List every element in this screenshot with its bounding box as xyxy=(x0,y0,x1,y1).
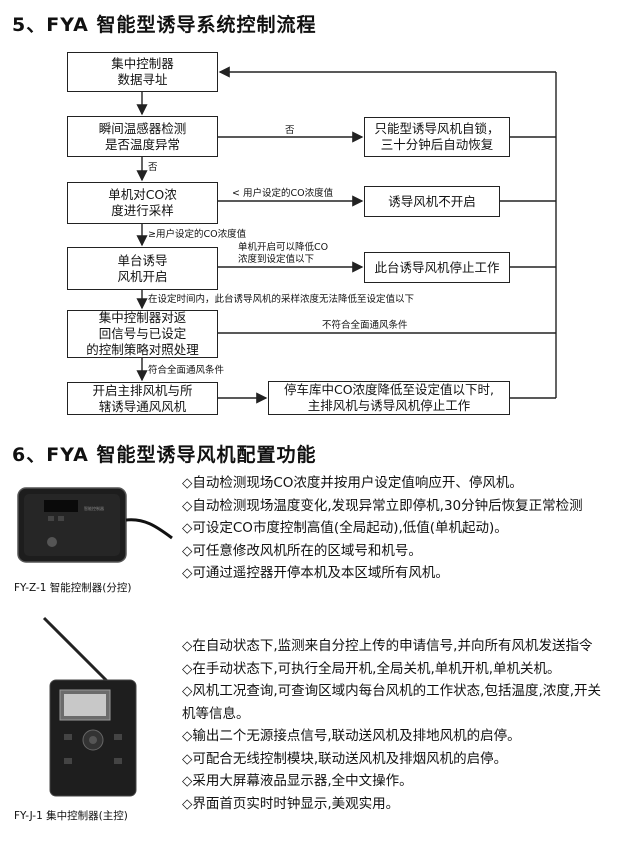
flow-box-all-stop: 停车库中CO浓度降低至设定值以下时, 主排风机与诱导风机停止工作 xyxy=(268,381,510,415)
central-controller-icon xyxy=(42,616,137,797)
feature-item: ◇可任意修改风机所在的区域号和机号。 xyxy=(182,542,422,559)
controller-device-icon: 智能控制器 xyxy=(17,487,173,563)
label-can-lower: 单机开启可以降低CO 浓度到设定值以下 xyxy=(238,242,329,265)
flow-box-data-addressing: 集中控制器 数据寻址 xyxy=(67,52,218,92)
label-no-1: 否 xyxy=(285,125,295,136)
flow-box-co-sampling: 单机对CO浓 度进行采样 xyxy=(67,182,218,224)
label-cannot-lower: 在设定时间内，此台诱导风机的采样浓度无法降低至设定值以下 xyxy=(148,294,415,305)
feature-list-fy-z-1: ◇自动检测现场CO浓度并按用户设定值响应开、停风机。 ◇自动检测现场温度变化,发… xyxy=(182,472,614,585)
label-match: 符合全面通风条件 xyxy=(148,365,225,376)
feature-list-fy-j-1: ◇在自动状态下,监测来自分控上传的申请信号,并向所有风机发送指令 ◇在手动状态下… xyxy=(182,635,614,815)
flow-box-open-main-fan: 开启主排风机与所 辖诱导通风风机 xyxy=(67,382,218,415)
label-above-threshold: ≥用户设定的CO浓度值 xyxy=(148,229,247,240)
svg-text:智能控制器: 智能控制器 xyxy=(84,505,104,511)
flow-box-fan-on: 单台诱导 风机开启 xyxy=(67,247,218,290)
device-caption-fy-z-1: FY-Z-1 智能控制器(分控) xyxy=(14,582,132,594)
feature-item: ◇自动检测现场CO浓度并按用户设定值响应开、停风机。 xyxy=(182,475,523,491)
flow-connectors xyxy=(136,66,557,404)
feature-item: ◇可通过遥控器开停本机及本区域所有风机。 xyxy=(182,565,449,581)
flow-box-fan-not-start: 诱导风机不开启 xyxy=(364,186,500,217)
flow-box-strategy-compare: 集中控制器对返 回信号与已设定 的控制策略对照处理 xyxy=(67,310,218,358)
feature-item: ◇自动检测现场温度变化,发现异常立即停机,30分钟后恢复正常检测 xyxy=(182,497,583,514)
feature-item: ◇在自动状态下,监测来自分控上传的申请信号,并向所有风机发送指令 xyxy=(182,638,593,654)
feature-item: ◇采用大屏幕液品显示器,全中文操作。 xyxy=(182,773,413,789)
section5-title: 5、FYA 智能型诱导系统控制流程 xyxy=(12,14,317,36)
feature-item: ◇可设定CO市度控制高值(全局起动),低值(单机起动)。 xyxy=(182,520,508,536)
feature-item: ◇在手动状态下,可执行全局开机,全局关机,单机开机,单机关机。 xyxy=(182,660,561,677)
label-not-match: 不符合全面通风条件 xyxy=(322,320,408,331)
section6-title: 6、FYA 智能型诱导风机配置功能 xyxy=(12,444,317,466)
flow-box-self-lock: 只能型诱导风机自锁， 三十分钟后自动恢复 xyxy=(364,117,510,157)
label-no-2: 否 xyxy=(148,162,158,173)
flow-box-fan-stop: 此台诱导风机停止工作 xyxy=(364,252,510,283)
feature-item: ◇输出二个无源接点信号,联动送风机及排地风机的启停。 xyxy=(182,728,521,744)
feature-item: ◇可配合无线控制模块,联动送风机及排烟风机的启停。 xyxy=(182,750,508,767)
label-below-threshold: < 用户设定的CO浓度值 xyxy=(232,188,334,199)
device-caption-fy-j-1: FY-J-1 集中控制器(主控) xyxy=(14,810,128,822)
flow-box-temperature-check: 瞬间温感器检测 是否温度异常 xyxy=(67,116,218,157)
feature-item: ◇风机工况查询,可查询区域内每台风机的工作状态,包括温度,浓度,开关机等信息。 xyxy=(182,683,602,722)
feature-item: ◇界面首页实时时钟显示,美观实用。 xyxy=(182,795,400,812)
